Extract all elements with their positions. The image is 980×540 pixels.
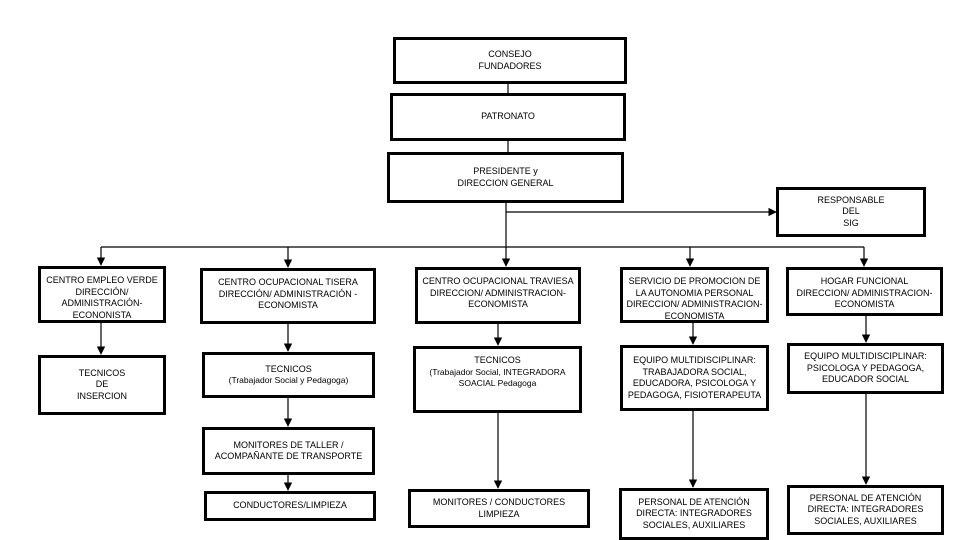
- box-text-line: SOCIALES, AUXILIARES: [814, 515, 917, 526]
- box-text-line: DIRECTA: INTEGRADORES: [636, 508, 752, 519]
- box-text-line: CONDUCTORES/LIMPIEZA: [233, 500, 347, 511]
- box-text-line: (Trabajador Social, INTEGRADORA: [429, 366, 566, 377]
- box-text-line: DIRECCION/ ADMINISTRACION-: [626, 299, 763, 309]
- box-text-line: PERSONAL DE ATENCIÓN: [638, 496, 750, 507]
- box-text-line: CENTRO EMPLEO VERDE: [46, 275, 158, 285]
- box-text-line: ECONOMISTA: [468, 299, 528, 309]
- personal-atencion-servicio-box: PERSONAL DE ATENCIÓN DIRECTA: INTEGRADOR…: [619, 488, 769, 540]
- box-text-line: DIRECCIÓN/ ADMINISTRACIÓN -: [218, 288, 358, 299]
- box-text-line: SOCIALES, AUXILIARES: [642, 519, 746, 530]
- box-text-line: DIRECCION/ ADMINISTRACION-: [796, 287, 933, 298]
- box-text-line: PEDAGOGA, FISIOTERAPEUTA: [627, 389, 762, 400]
- box-text-line: TECNICOS: [78, 367, 126, 378]
- box-text-line: TECNICOS: [474, 355, 521, 365]
- box-text-line: INSERCION: [76, 390, 127, 401]
- box-text-line: ECONOMISTA: [664, 310, 725, 321]
- box-text-line: ADMINISTRACIÓN-: [61, 298, 143, 308]
- box-text-line: LA AUTONOMIA PERSONAL: [635, 287, 754, 298]
- servicio-promocion-autonomia-box: SERVICIO DE PROMOCION DE LA AUTONOMIA PE…: [620, 267, 769, 323]
- box-text-line: TRABAJADORA SOCIAL,: [642, 366, 747, 377]
- box-text-line: SERVICIO DE PROMOCION DE: [628, 276, 761, 286]
- centro-ocupacional-tisera-box: CENTRO OCUPACIONAL TISERA DIRECCIÓN/ ADM…: [200, 268, 376, 324]
- personal-atencion-hogar-box: PERSONAL DE ATENCIÓN DIRECTA: INTEGRADOR…: [787, 485, 944, 535]
- box-text-line: PERSONAL DE ATENCIÓN: [809, 492, 922, 503]
- box-text-line: CONSEJO: [488, 49, 532, 59]
- box-text-line: SOACIAL Pedagoga: [458, 378, 537, 388]
- monitores-taller-box: MONITORES DE TALLER / ACOMPAÑANTE DE TRA…: [202, 427, 375, 475]
- box-text-line: CENTRO OCUPACIONAL TRAVIESA: [422, 276, 574, 286]
- responsable-sig-box: RESPONSABLE DEL SIG: [776, 187, 926, 237]
- box-text-line: MONITORES / CONDUCTORES: [432, 497, 566, 507]
- box-text-line: (Trabajador Social y Pedagoga): [228, 375, 349, 385]
- box-text-line: EQUIPO MULTIDISCIPLINAR:: [633, 355, 756, 365]
- tisera-tecnicos-box: TECNICOS (Trabajador Social y Pedagoga): [202, 352, 375, 398]
- box-text-line: DE: [95, 379, 109, 390]
- box-text-line: CENTRO OCUPACIONAL TISERA: [218, 277, 358, 287]
- traviesa-tecnicos-box: TECNICOS (Trabajador Social, INTEGRADORA…: [413, 346, 582, 413]
- box-text-line: EDUCADORA, PSICOLOGA Y: [632, 378, 757, 388]
- box-text-line: HOGAR FUNCIONAL: [820, 276, 909, 286]
- box-text-line: RESPONSABLE: [817, 194, 885, 205]
- consejo-fundadores-box: CONSEJO FUNDADORES: [393, 37, 627, 84]
- box-text-line: PSICOLOGA Y PEDAGOGA,: [806, 362, 925, 373]
- box-text-line: ECONOMISTA: [834, 299, 895, 309]
- box-text-line: DIRECTA: INTEGRADORES: [807, 504, 924, 515]
- box-text-line: DEL: [842, 206, 860, 217]
- box-text-line: ACOMPAÑANTE DE TRANSPORTE: [214, 451, 363, 461]
- box-text-line: EDUCADOR SOCIAL: [821, 374, 910, 385]
- box-text-line: ECONONISTA: [72, 309, 132, 320]
- box-text-line: FUNDADORES: [478, 60, 542, 71]
- equipo-multidisciplinar-hogar-box: EQUIPO MULTIDISCIPLINAR: PSICOLOGA Y PED…: [787, 343, 944, 394]
- box-text-line: SIG: [843, 217, 859, 228]
- box-text-line: ECONOMISTA: [258, 300, 318, 310]
- tecnicos-insercion-box: TECNICOS DE INSERCION: [38, 355, 166, 415]
- box-text-line: MONITORES DE TALLER /: [233, 439, 344, 450]
- box-text-line: PATRONATO: [481, 111, 535, 122]
- box-text-line: TECNICOS: [265, 363, 312, 374]
- centro-ocupacional-traviesa-box: CENTRO OCUPACIONAL TRAVIESA DIRECCION/ A…: [415, 267, 581, 324]
- box-text-line: PRESIDENTE y: [473, 166, 538, 176]
- hogar-funcional-box: HOGAR FUNCIONAL DIRECCION/ ADMINISTRACIO…: [786, 267, 943, 316]
- equipo-multidisciplinar-servicio-box: EQUIPO MULTIDISCIPLINAR: TRABAJADORA SOC…: [620, 345, 769, 411]
- monitores-conductores-box: MONITORES / CONDUCTORES LIMPIEZA: [408, 489, 590, 528]
- conductores-limpieza-box: CONDUCTORES/LIMPIEZA: [204, 491, 376, 521]
- box-text-line: EQUIPO MULTIDISCIPLINAR:: [804, 351, 927, 362]
- presidente-box: PRESIDENTE y DIRECCION GENERAL: [387, 152, 624, 203]
- box-text-line: LIMPIEZA: [478, 508, 520, 519]
- box-text-line: DIRECCIÓN/: [75, 286, 129, 297]
- box-text-line: DIRECCION GENERAL: [457, 177, 554, 188]
- patronato-box: PATRONATO: [390, 93, 626, 141]
- box-text-line: DIRECCION/ ADMINISTRACION-: [429, 287, 566, 298]
- centro-empleo-verde-box: CENTRO EMPLEO VERDE DIRECCIÓN/ ADMINISTR…: [38, 266, 166, 323]
